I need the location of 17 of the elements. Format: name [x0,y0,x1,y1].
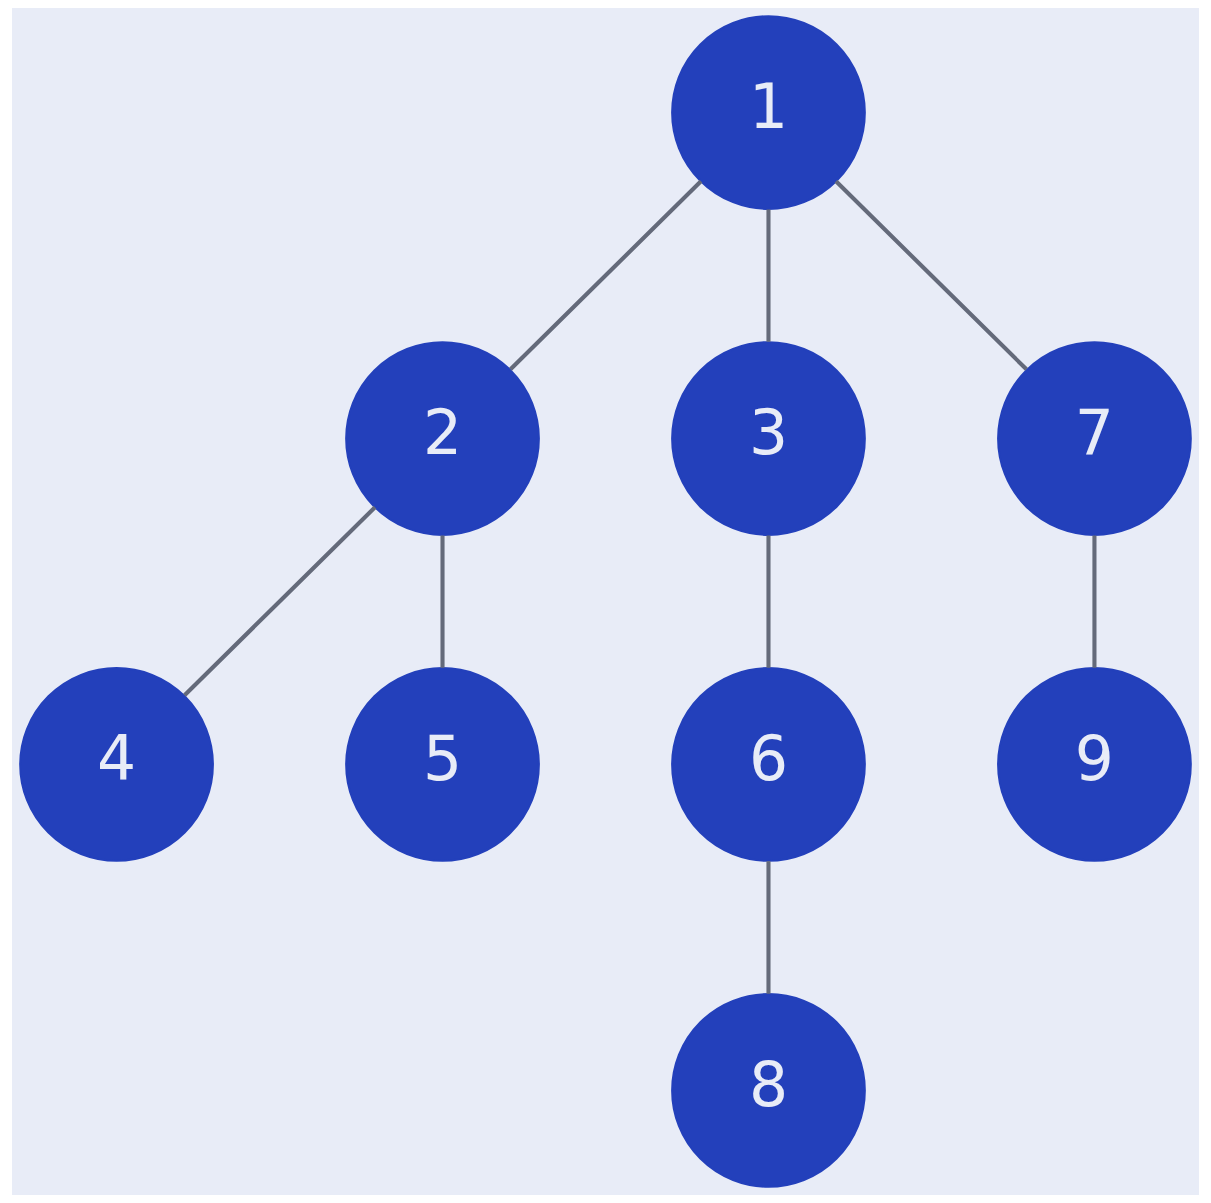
connector [440,535,445,668]
node-circle: 8 [671,993,866,1188]
node-circle: 2 [345,341,540,536]
connector [1092,535,1097,668]
connector [509,179,703,371]
node-circle: 3 [671,341,866,536]
connector [834,179,1028,371]
node-circle: 5 [345,667,540,862]
node-circle: 9 [997,667,1192,862]
connector [183,505,377,697]
node-circle: 4 [19,667,214,862]
connector [766,861,771,994]
connector [766,209,771,342]
connector [766,535,771,668]
node-circle: 1 [671,15,866,210]
node-circle: 7 [997,341,1192,536]
node-circle: 6 [671,667,866,862]
